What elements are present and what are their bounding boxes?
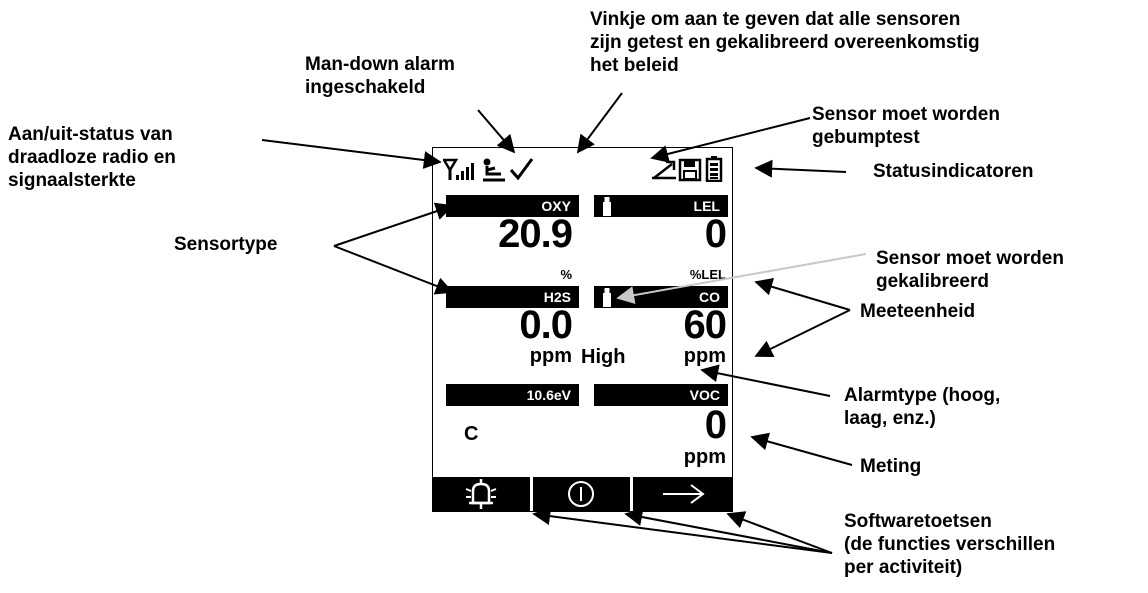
arrow-checkmark bbox=[576, 92, 623, 154]
label-bump-test: Sensor moet worden gebumptest bbox=[812, 104, 1000, 148]
sensor-unit-h2s: ppm bbox=[529, 345, 572, 367]
arrow-alarm bbox=[700, 364, 831, 397]
arrow-man-down bbox=[477, 109, 516, 154]
arrow-bump bbox=[650, 117, 811, 163]
label-reading: Meting bbox=[860, 456, 922, 477]
sensor-unit-voc: ppm bbox=[683, 446, 726, 468]
label-radio-status: Aan/uit-status van draadloze radio en si… bbox=[8, 124, 176, 191]
datalog-icon bbox=[678, 158, 702, 182]
label-checkmark: Vinkje om aan te geven dat alle sensoren… bbox=[590, 9, 980, 76]
calibration-bottle-icon bbox=[603, 197, 611, 216]
arrow-status bbox=[754, 159, 847, 178]
sensor-header-h2s: H2S bbox=[446, 286, 579, 308]
arrow-unit-2 bbox=[754, 309, 851, 357]
arrow-sensortype-2 bbox=[333, 245, 454, 295]
sensor-value-oxy: 20.9 bbox=[498, 212, 573, 256]
sensor-header-voc: VOC bbox=[594, 384, 728, 406]
softkey-right[interactable] bbox=[633, 477, 732, 511]
calibration-bottle-icon bbox=[603, 288, 611, 307]
sensor-value-lel: 0 bbox=[704, 212, 727, 256]
arrow-sensortype-1 bbox=[333, 202, 454, 247]
label-alarm-type: Alarmtype (hoog, laag, enz.) bbox=[844, 385, 1001, 429]
sensor-value-lamp: C bbox=[464, 423, 479, 445]
arrow-calibrate bbox=[616, 253, 867, 305]
checkmark-icon bbox=[509, 158, 534, 181]
antenna-signal-icon bbox=[443, 158, 474, 180]
label-unit: Meeteenheid bbox=[860, 301, 976, 322]
sensor-unit-co: ppm bbox=[683, 345, 726, 367]
sensor-header-lel: LEL bbox=[594, 195, 728, 217]
arrow-unit-1 bbox=[754, 277, 851, 311]
battery-icon bbox=[705, 156, 723, 182]
sensor-value-voc: 0 bbox=[704, 403, 727, 447]
power-icon bbox=[568, 481, 594, 507]
arrow-right-icon bbox=[663, 484, 705, 504]
sensor-unit-lel: %LEL bbox=[689, 267, 726, 282]
alarm-type-co: High bbox=[581, 346, 626, 368]
arrow-softkey-3 bbox=[726, 511, 833, 554]
sensor-unit-oxy: % bbox=[560, 267, 572, 282]
sensor-value-h2s: 0.0 bbox=[519, 303, 573, 347]
softkey-left[interactable] bbox=[433, 477, 530, 511]
arrow-radio bbox=[261, 139, 442, 169]
sensor-value-co: 60 bbox=[683, 303, 728, 347]
alarm-bell-icon bbox=[465, 479, 497, 509]
sensor-header-oxy: OXY bbox=[446, 195, 579, 217]
sensor-header-lamp: 10.6eV bbox=[446, 384, 579, 406]
softkey-middle[interactable] bbox=[533, 477, 630, 511]
label-softkeys: Softwaretoetsen (de functies verschillen… bbox=[844, 511, 1056, 578]
label-man-down: Man-down alarm ingeschakeld bbox=[305, 54, 455, 98]
arrow-reading bbox=[750, 432, 853, 466]
man-down-icon bbox=[483, 158, 505, 182]
arrow-softkey-1 bbox=[532, 507, 833, 554]
device-screen: OXY LEL 20.9 % 0 %LEL H2S CO 0.0 ppm 60 … bbox=[432, 147, 733, 512]
label-calibrate: Sensor moet worden gekalibreerd bbox=[876, 248, 1064, 292]
arrow-softkey-2 bbox=[624, 508, 833, 554]
label-status-indicators: Statusindicatoren bbox=[873, 161, 1034, 182]
label-sensor-type: Sensortype bbox=[174, 234, 278, 255]
